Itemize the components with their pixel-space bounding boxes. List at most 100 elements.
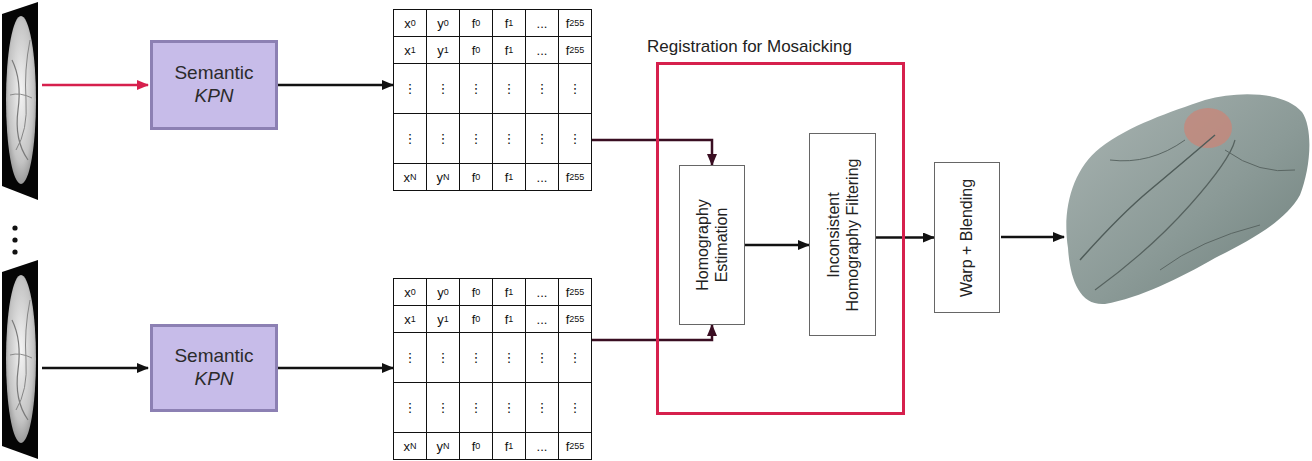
table-cell: ⋮	[526, 114, 559, 164]
vessel	[10, 354, 32, 358]
table-cell: ⋮	[526, 64, 559, 114]
ellipsis-dots	[12, 225, 17, 254]
table-cell: x1	[394, 37, 427, 64]
table-cell: ...	[526, 10, 559, 37]
fundus	[6, 16, 36, 184]
table-cell: ⋮	[427, 383, 460, 433]
table-cell: yN	[427, 164, 460, 191]
retina-image	[2, 260, 38, 459]
table-cell: x1	[394, 306, 427, 333]
table-cell: ...	[526, 433, 559, 460]
table-cell: ⋮	[394, 114, 427, 164]
connector-arrow	[592, 325, 712, 340]
table-cell: f1	[493, 10, 526, 37]
box-label: Homography Estimation	[693, 190, 731, 300]
table-cell: f255	[559, 37, 592, 64]
table-cell: ⋮	[526, 333, 559, 383]
table-cell: ⋮	[460, 64, 493, 114]
dot	[12, 237, 17, 242]
table-cell: ⋮	[394, 333, 427, 383]
vessel	[1095, 140, 1235, 290]
process-box: Inconsistent Homography Filtering	[809, 133, 876, 336]
table-cell: yN	[427, 433, 460, 460]
table-cell: f255	[559, 279, 592, 306]
mosaic-shape	[1066, 94, 1309, 304]
table-cell: ⋮	[493, 64, 526, 114]
table-cell: ⋮	[493, 114, 526, 164]
table-cell: ⋮	[427, 114, 460, 164]
table-cell: ⋮	[493, 333, 526, 383]
image-frame	[2, 2, 38, 200]
input-arrow	[42, 367, 148, 370]
table-cell: ⋮	[460, 383, 493, 433]
table-cell: ⋮	[493, 383, 526, 433]
image-frame	[2, 260, 38, 459]
network-box: Semantic KPN	[150, 40, 278, 130]
table-cell: ⋮	[559, 383, 592, 433]
box-label: Semantic KPN	[166, 345, 262, 391]
table-cell: f255	[559, 433, 592, 460]
fundus	[6, 275, 36, 443]
group-title: Registration for Mosaicking	[647, 37, 852, 57]
connector-arrow	[745, 244, 809, 247]
table-cell: ⋮	[460, 333, 493, 383]
table-cell: xN	[394, 164, 427, 191]
table-cell: f255	[559, 164, 592, 191]
table-cell: f0	[460, 306, 493, 333]
table-cell: ⋮	[394, 64, 427, 114]
table-cell: f1	[493, 37, 526, 64]
table-cell: xN	[394, 433, 427, 460]
vessel	[1225, 150, 1295, 171]
vessel	[1080, 135, 1215, 260]
table-cell: ⋮	[526, 383, 559, 433]
table-cell: x0	[394, 10, 427, 37]
box-label: Semantic KPN	[166, 62, 262, 108]
network-box: Semantic KPN	[150, 324, 278, 412]
box-label: Warp + Blending	[957, 170, 976, 305]
table-cell: ⋮	[427, 64, 460, 114]
table-cell: ⋮	[559, 64, 592, 114]
optic-disc	[1184, 108, 1232, 148]
table-cell: ⋮	[559, 333, 592, 383]
vessel	[10, 94, 32, 98]
output-arrow	[1001, 236, 1064, 239]
table-cell: f1	[493, 306, 526, 333]
feature-table: x0y0f0f1...f255x1y1f0f1...f255⋮⋮⋮⋮⋮⋮⋮⋮⋮⋮…	[393, 9, 592, 191]
table-cell: ⋮	[559, 114, 592, 164]
table-cell: y0	[427, 10, 460, 37]
table-cell: f1	[493, 164, 526, 191]
dot	[12, 225, 17, 230]
table-cell: f0	[460, 164, 493, 191]
connector-arrow	[278, 84, 393, 87]
table-cell: ⋮	[427, 333, 460, 383]
table-cell: f0	[460, 279, 493, 306]
table-cell: y0	[427, 279, 460, 306]
connector-arrow	[592, 140, 712, 165]
table-cell: f1	[493, 279, 526, 306]
table-cell: x0	[394, 279, 427, 306]
process-box: Homography Estimation	[679, 165, 745, 325]
connector-arrow	[876, 236, 934, 239]
table-cell: y1	[427, 37, 460, 64]
table-cell: ⋮	[460, 114, 493, 164]
table-cell: f0	[460, 10, 493, 37]
vessel	[1110, 140, 1185, 161]
table-cell: f0	[460, 433, 493, 460]
process-box: Warp + Blending	[934, 162, 1000, 313]
group-box: Registration for MosaickingHomography Es…	[656, 62, 905, 415]
retina-image	[2, 2, 38, 200]
vessel	[1160, 225, 1260, 270]
table-cell: y1	[427, 306, 460, 333]
dot	[12, 249, 17, 254]
connector-arrow	[278, 367, 393, 370]
table-cell: ...	[526, 37, 559, 64]
table-cell: ⋮	[394, 383, 427, 433]
table-cell: ...	[526, 279, 559, 306]
box-label: Inconsistent Homography Filtering	[823, 149, 861, 321]
table-cell: f255	[559, 10, 592, 37]
table-cell: ...	[526, 164, 559, 191]
mosaic-image	[1066, 94, 1309, 304]
table-cell: ...	[526, 306, 559, 333]
